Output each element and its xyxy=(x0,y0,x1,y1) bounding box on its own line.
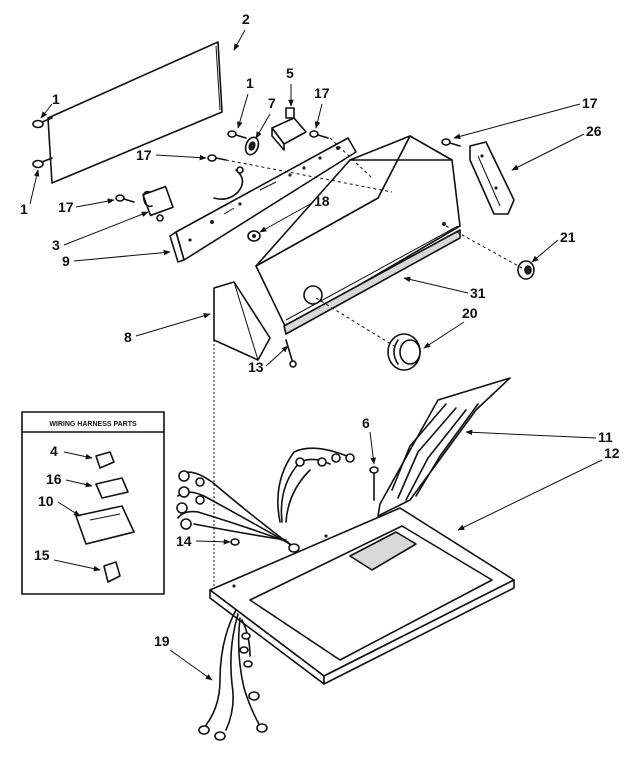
timer-knob xyxy=(387,333,421,371)
console-end-cap-right xyxy=(469,141,515,215)
callout-9: 9 xyxy=(62,253,70,269)
callout-2: 2 xyxy=(242,11,250,27)
bracket-knob xyxy=(247,230,261,242)
callout-1-bottom-left: 1 xyxy=(20,201,28,217)
callout-31: 31 xyxy=(470,285,486,301)
push-to-start-switch xyxy=(142,185,174,222)
wiring-bottom-cluster xyxy=(198,609,268,741)
screw-top-left xyxy=(32,117,53,129)
screw-1-bracket xyxy=(227,130,247,139)
console xyxy=(255,135,461,335)
callout-17-left: 17 xyxy=(58,199,74,215)
harness-part-10 xyxy=(75,505,135,545)
callout-1-bracket: 1 xyxy=(246,75,254,91)
wiring-left-cluster xyxy=(176,470,300,553)
wiring-upper-cluster xyxy=(277,447,355,523)
screw-13 xyxy=(285,339,297,368)
callout-19: 19 xyxy=(154,633,170,649)
screw-17-right xyxy=(441,138,461,147)
switch-wire xyxy=(213,166,244,200)
callout-6: 6 xyxy=(362,415,370,431)
callout-7: 7 xyxy=(268,95,276,111)
top-panel xyxy=(209,507,515,685)
wiring-harness-main xyxy=(377,377,511,517)
timer xyxy=(271,107,307,151)
callout-10: 10 xyxy=(38,493,54,509)
callout-1-top-left: 1 xyxy=(52,91,60,107)
callout-18: 18 xyxy=(314,193,330,209)
callout-16: 16 xyxy=(46,471,62,487)
callout-3: 3 xyxy=(52,237,60,253)
harness-part-16 xyxy=(95,477,129,499)
screw-14 xyxy=(230,538,240,546)
harness-part-15 xyxy=(103,561,121,583)
callout-13: 13 xyxy=(248,359,264,375)
wiring-harness-parts-inset: WIRING HARNESS PARTS xyxy=(21,411,165,595)
screw-bottom-left xyxy=(32,157,53,169)
callout-17-right: 17 xyxy=(582,95,598,111)
callouts: 1 1 2 1 5 7 17 17 17 3 9 18 17 xyxy=(20,11,620,681)
control-bracket xyxy=(169,137,357,263)
callout-4: 4 xyxy=(50,443,58,459)
screw-17-mid xyxy=(207,154,227,162)
timer-bushing xyxy=(244,136,260,156)
console-end-cap xyxy=(213,281,271,361)
callout-26: 26 xyxy=(586,123,602,139)
callout-17-center: 17 xyxy=(314,85,330,101)
callout-8: 8 xyxy=(124,329,132,345)
screw-17-center xyxy=(309,130,329,139)
callout-12: 12 xyxy=(604,445,620,461)
small-knob xyxy=(517,260,535,280)
callout-17-mid-left: 17 xyxy=(136,147,152,163)
callout-21: 21 xyxy=(560,229,576,245)
screw-17-left xyxy=(115,194,135,203)
harness-part-4 xyxy=(95,451,115,469)
callout-11: 11 xyxy=(598,429,613,445)
inset-box-title: WIRING HARNESS PARTS xyxy=(49,421,137,428)
callout-15: 15 xyxy=(34,547,50,563)
rear-panel xyxy=(47,41,223,184)
callout-5: 5 xyxy=(286,65,294,81)
callout-20: 20 xyxy=(462,305,478,321)
callout-14: 14 xyxy=(176,533,192,549)
alignment-lines xyxy=(213,137,523,598)
screw-6 xyxy=(369,466,379,501)
